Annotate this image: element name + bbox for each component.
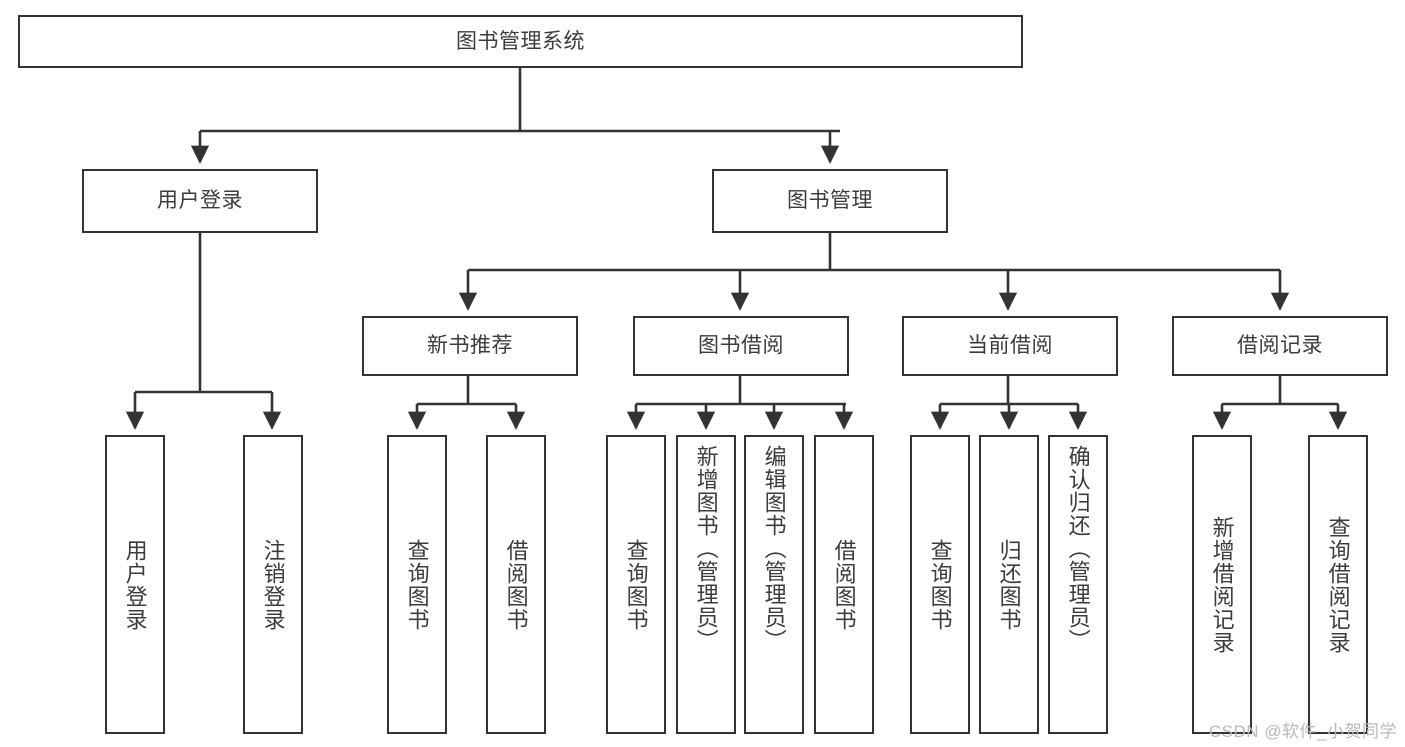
node-leaf-query-books-bb-label: 查询图书 xyxy=(623,538,649,631)
node-borrow-records[interactable]: 借阅记录 xyxy=(1172,316,1388,376)
node-leaf-query-borrow-record-label: 查询借阅记录 xyxy=(1325,515,1351,654)
node-leaf-add-borrow-record[interactable]: 新增借阅记录 xyxy=(1192,435,1252,734)
node-leaf-confirm-return-admin-label: 确认归还（管理员） xyxy=(1065,445,1091,652)
node-borrow-records-label: 借阅记录 xyxy=(1237,334,1323,358)
node-leaf-edit-book-admin-label: 编辑图书（管理员） xyxy=(761,445,787,652)
node-current-borrow[interactable]: 当前借阅 xyxy=(902,316,1118,376)
node-current-borrow-label: 当前借阅 xyxy=(967,334,1053,358)
node-leaf-user-login[interactable]: 用户登录 xyxy=(105,435,165,734)
node-root-system-label: 图书管理系统 xyxy=(456,29,585,53)
node-leaf-add-book-admin[interactable]: 新增图书（管理员） xyxy=(676,435,736,734)
node-leaf-add-borrow-record-label: 新增借阅记录 xyxy=(1209,515,1235,654)
node-leaf-query-books-bb[interactable]: 查询图书 xyxy=(606,435,666,734)
node-leaf-confirm-return-admin[interactable]: 确认归还（管理员） xyxy=(1048,435,1108,734)
node-leaf-query-borrow-record[interactable]: 查询借阅记录 xyxy=(1308,435,1368,734)
node-new-book-recommend-label: 新书推荐 xyxy=(427,334,513,358)
node-user-login-label: 用户登录 xyxy=(157,189,243,213)
node-book-management-label: 图书管理 xyxy=(787,189,873,213)
node-leaf-logout[interactable]: 注销登录 xyxy=(243,435,303,734)
node-leaf-borrow-books-nbr-label: 借阅图书 xyxy=(503,538,529,631)
node-leaf-query-books-nbr[interactable]: 查询图书 xyxy=(387,435,447,734)
node-leaf-return-books-label: 归还图书 xyxy=(996,538,1022,631)
node-leaf-borrow-books-bb[interactable]: 借阅图书 xyxy=(814,435,874,734)
node-leaf-query-books-cb[interactable]: 查询图书 xyxy=(910,435,970,734)
node-book-management[interactable]: 图书管理 xyxy=(712,169,948,233)
node-leaf-return-books[interactable]: 归还图书 xyxy=(979,435,1039,734)
node-leaf-query-books-cb-label: 查询图书 xyxy=(927,538,953,631)
node-leaf-borrow-books-bb-label: 借阅图书 xyxy=(831,538,857,631)
node-leaf-user-login-label: 用户登录 xyxy=(122,538,148,631)
node-leaf-logout-label: 注销登录 xyxy=(260,538,286,631)
node-leaf-query-books-nbr-label: 查询图书 xyxy=(404,538,430,631)
node-book-borrow-label: 图书借阅 xyxy=(698,334,784,358)
node-user-login[interactable]: 用户登录 xyxy=(82,169,318,233)
node-leaf-add-book-admin-label: 新增图书（管理员） xyxy=(693,445,719,652)
node-root-system[interactable]: 图书管理系统 xyxy=(18,15,1023,68)
node-book-borrow[interactable]: 图书借阅 xyxy=(633,316,849,376)
csdn-watermark: CSDN @软件_小贺同学 xyxy=(1208,722,1397,741)
node-leaf-edit-book-admin[interactable]: 编辑图书（管理员） xyxy=(744,435,804,734)
node-new-book-recommend[interactable]: 新书推荐 xyxy=(362,316,578,376)
node-leaf-borrow-books-nbr[interactable]: 借阅图书 xyxy=(486,435,546,734)
